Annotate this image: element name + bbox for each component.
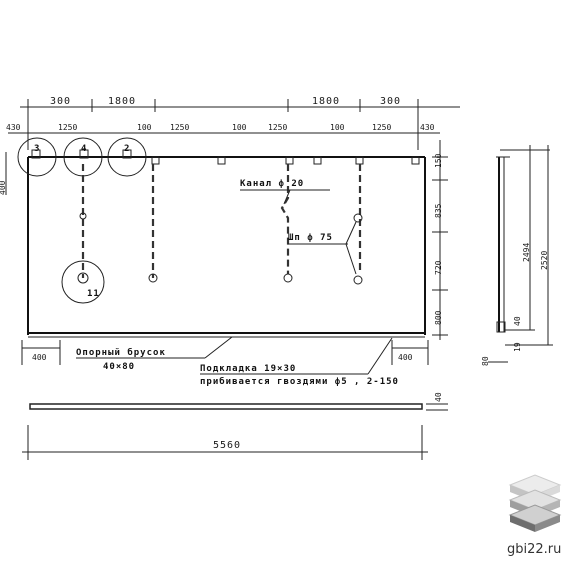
dim-300-left: 300 bbox=[50, 96, 71, 107]
dim-side-19: 19 bbox=[513, 342, 522, 352]
panel-outline bbox=[27, 156, 426, 338]
dim-overall-5560: 5560 bbox=[213, 440, 241, 451]
dim-1250-c: 1250 bbox=[268, 123, 287, 132]
label-support-bar: Опорный брусок bbox=[76, 347, 166, 358]
marker-label-2: 2 bbox=[124, 144, 130, 154]
callout-sleeve: Шп ф 75 bbox=[288, 233, 333, 243]
dim-300-right: 300 bbox=[380, 96, 401, 107]
dim-1250-d: 1250 bbox=[372, 123, 391, 132]
dim-side-2520: 2520 bbox=[540, 251, 549, 270]
bottom-labels: 400 400 Опорный брусок 40×80 Подкладка 1… bbox=[21, 336, 429, 387]
dim-right-150: 150 bbox=[434, 153, 443, 168]
dim-bar-40: 40 bbox=[434, 392, 443, 402]
marker-circle-2 bbox=[107, 137, 147, 177]
marker-label-4: 4 bbox=[81, 144, 87, 154]
marker-label-3: 3 bbox=[34, 144, 40, 154]
watermark-logo bbox=[508, 474, 562, 532]
dim-100-b: 100 bbox=[232, 123, 247, 132]
dim-1800-left: 1800 bbox=[108, 96, 136, 107]
right-dimension-chain: 150 835 720 800 bbox=[432, 140, 448, 340]
label-nails: прибивается гвоздями ф5 , 2-150 bbox=[200, 376, 399, 387]
dim-1250-a: 1250 bbox=[58, 123, 77, 132]
dim-430-left: 430 bbox=[6, 123, 21, 132]
callouts: Канал ф 20 Шп ф 75 bbox=[240, 179, 357, 275]
dim-right-835: 835 bbox=[434, 203, 443, 218]
dim-1800-right: 1800 bbox=[312, 96, 340, 107]
left-dimension: 400 bbox=[0, 152, 7, 195]
side-view: 2494 2520 40 19 80 bbox=[481, 145, 553, 366]
dim-side-80: 80 bbox=[481, 356, 490, 366]
marker-circle-3 bbox=[17, 137, 57, 177]
marker-circle-11 bbox=[61, 260, 105, 304]
dim-right-800: 800 bbox=[434, 310, 443, 325]
dim-1250-b: 1250 bbox=[170, 123, 189, 132]
dim-430-right: 430 bbox=[420, 123, 435, 132]
dim-bottom-left-400: 400 bbox=[32, 353, 47, 362]
dim-100-c: 100 bbox=[330, 123, 345, 132]
marker-label-11: 11 bbox=[87, 289, 100, 299]
hole-markers: 3 4 2 11 bbox=[17, 137, 147, 304]
label-support-bar-size: 40×80 bbox=[103, 362, 135, 372]
top-dimension-row-2: 430 1250 100 1250 100 1250 100 1250 430 bbox=[6, 123, 440, 134]
dim-side-40: 40 bbox=[513, 316, 522, 326]
overall-dimension: 5560 bbox=[22, 425, 428, 460]
dim-left-400: 400 bbox=[0, 180, 7, 195]
callout-channel: Канал ф 20 bbox=[240, 179, 304, 189]
bottom-bar: 40 bbox=[29, 392, 448, 411]
dim-bottom-right-400: 400 bbox=[398, 353, 413, 362]
dim-100-a: 100 bbox=[137, 123, 152, 132]
label-pad: Подкладка 19×30 bbox=[200, 364, 296, 374]
dim-right-720: 720 bbox=[434, 260, 443, 275]
top-dimension-row-1: 300 1800 1800 300 bbox=[20, 96, 460, 150]
dim-side-2494: 2494 bbox=[522, 243, 531, 262]
watermark-text: gbi22.ru bbox=[507, 542, 561, 557]
channels bbox=[77, 164, 363, 285]
